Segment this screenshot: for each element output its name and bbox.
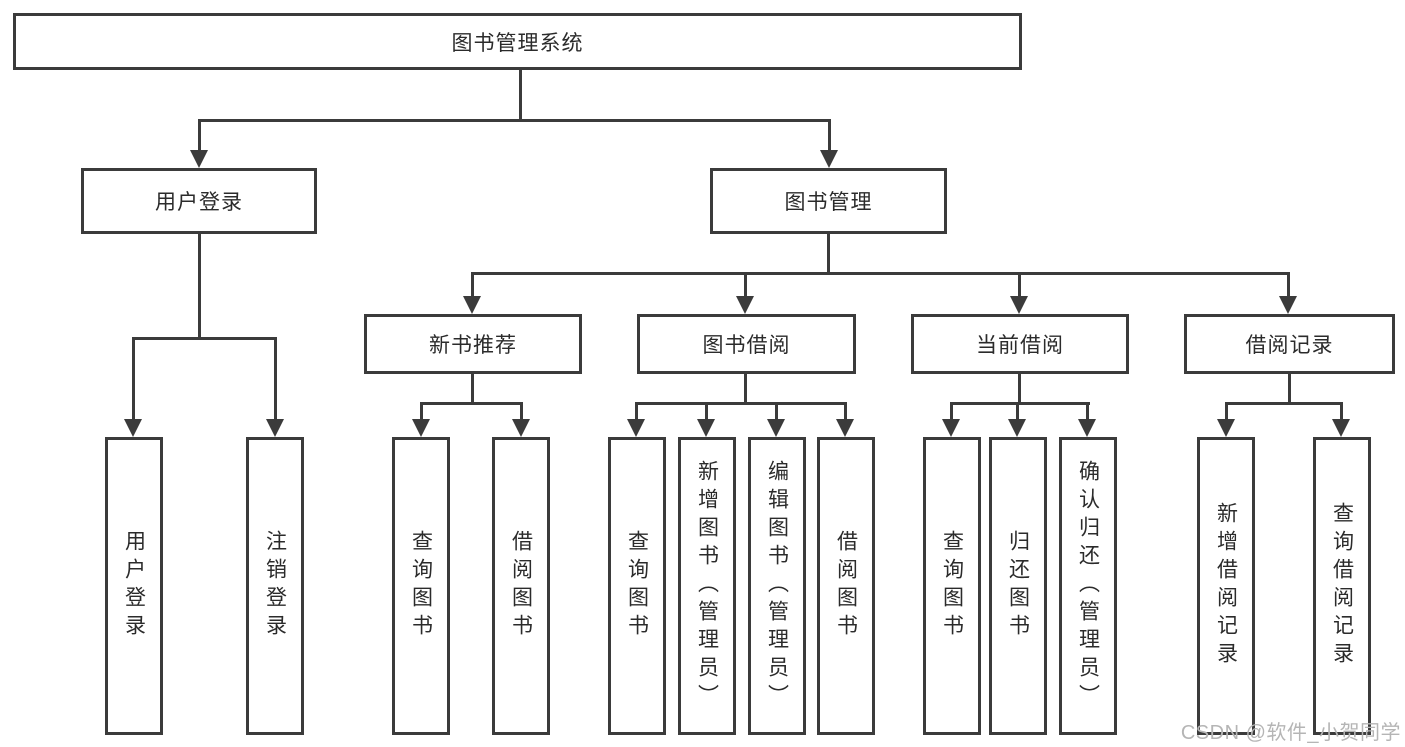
node-user-login: 用户登录 <box>81 168 317 234</box>
node-borrow-records: 借阅记录 <box>1184 314 1395 374</box>
connector-bookborrow-stub2 <box>705 402 708 420</box>
connector-currentborrow-stub3 <box>1086 402 1089 420</box>
arrow-down-icon <box>1332 419 1350 437</box>
connector-bookborrow-stub4 <box>844 402 847 420</box>
connector-userlogin-stub1 <box>132 337 135 420</box>
arrow-down-icon <box>1078 419 1096 437</box>
connector-newbook-stub2 <box>520 402 523 420</box>
connector-bookmgmt-hline <box>471 272 1290 275</box>
node-current-borrow: 当前借阅 <box>911 314 1129 374</box>
leaf-borrow-book-newrec: 借阅图书 <box>492 437 550 735</box>
connector-bookmgmt-stub1 <box>471 272 474 297</box>
arrow-down-icon <box>1008 419 1026 437</box>
arrow-down-icon <box>1010 296 1028 314</box>
arrow-down-icon <box>836 419 854 437</box>
arrow-down-icon <box>942 419 960 437</box>
arrow-down-icon <box>820 150 838 168</box>
connector-userlogin-hline <box>132 337 277 340</box>
arrow-down-icon <box>412 419 430 437</box>
node-new-book-recommend: 新书推荐 <box>364 314 582 374</box>
connector-bookborrow-stub1 <box>635 402 638 420</box>
arrow-down-icon <box>627 419 645 437</box>
connector-bookmgmt-stem <box>827 234 830 275</box>
arrow-down-icon <box>512 419 530 437</box>
leaf-return-book: 归还图书 <box>989 437 1047 735</box>
leaf-query-book-borrow: 查询图书 <box>608 437 666 735</box>
arrow-down-icon <box>190 150 208 168</box>
connector-bookborrow-hline <box>635 402 847 405</box>
connector-bookborrow-stem <box>744 374 747 405</box>
connector-userlogin-stub2 <box>274 337 277 420</box>
connector-borrowrecords-stub2 <box>1340 402 1343 420</box>
leaf-logout: 注销登录 <box>246 437 304 735</box>
connector-borrowrecords-hline <box>1225 402 1343 405</box>
leaf-add-book-admin: 新增图书（管理员） <box>678 437 736 735</box>
leaf-edit-book-admin: 编辑图书（管理员） <box>748 437 806 735</box>
connector-currentborrow-stub1 <box>950 402 953 420</box>
connector-bookmgmt-stub2 <box>744 272 747 297</box>
node-book-borrow: 图书借阅 <box>637 314 856 374</box>
connector-userlogin-stem <box>198 234 201 340</box>
leaf-confirm-return-admin: 确认归还（管理员） <box>1059 437 1117 735</box>
node-book-management: 图书管理 <box>710 168 947 234</box>
arrow-down-icon <box>1217 419 1235 437</box>
connector-currentborrow-hline <box>950 402 1090 405</box>
arrow-down-icon <box>736 296 754 314</box>
leaf-add-borrow-record: 新增借阅记录 <box>1197 437 1255 735</box>
leaf-query-book-current: 查询图书 <box>923 437 981 735</box>
connector-newbook-stem <box>471 374 474 405</box>
arrow-down-icon <box>1279 296 1297 314</box>
arrow-down-icon <box>767 419 785 437</box>
connector-newbook-hline <box>420 402 523 405</box>
connector-borrowrecords-stub1 <box>1225 402 1228 420</box>
connector-newbook-stub1 <box>420 402 423 420</box>
connector-borrowrecords-stem <box>1288 374 1291 405</box>
connector-bookmgmt-stub3 <box>1018 272 1021 297</box>
connector-bookborrow-stub3 <box>775 402 778 420</box>
leaf-query-borrow-record: 查询借阅记录 <box>1313 437 1371 735</box>
connector-root-hline <box>198 119 831 122</box>
arrow-down-icon <box>697 419 715 437</box>
connector-currentborrow-stem <box>1018 374 1021 405</box>
connector-root-stub-right <box>828 119 831 151</box>
arrow-down-icon <box>463 296 481 314</box>
connector-bookmgmt-stub4 <box>1287 272 1290 297</box>
node-library-management-system: 图书管理系统 <box>13 13 1022 70</box>
connector-currentborrow-stub2 <box>1016 402 1019 420</box>
csdn-watermark: CSDN @软件_小贺同学 <box>1180 722 1401 744</box>
connector-root-stem <box>519 69 522 121</box>
leaf-borrow-book: 借阅图书 <box>817 437 875 735</box>
arrow-down-icon <box>124 419 142 437</box>
leaf-user-login: 用户登录 <box>105 437 163 735</box>
connector-root-stub-left <box>198 119 201 151</box>
leaf-query-book-newrec: 查询图书 <box>392 437 450 735</box>
arrow-down-icon <box>266 419 284 437</box>
